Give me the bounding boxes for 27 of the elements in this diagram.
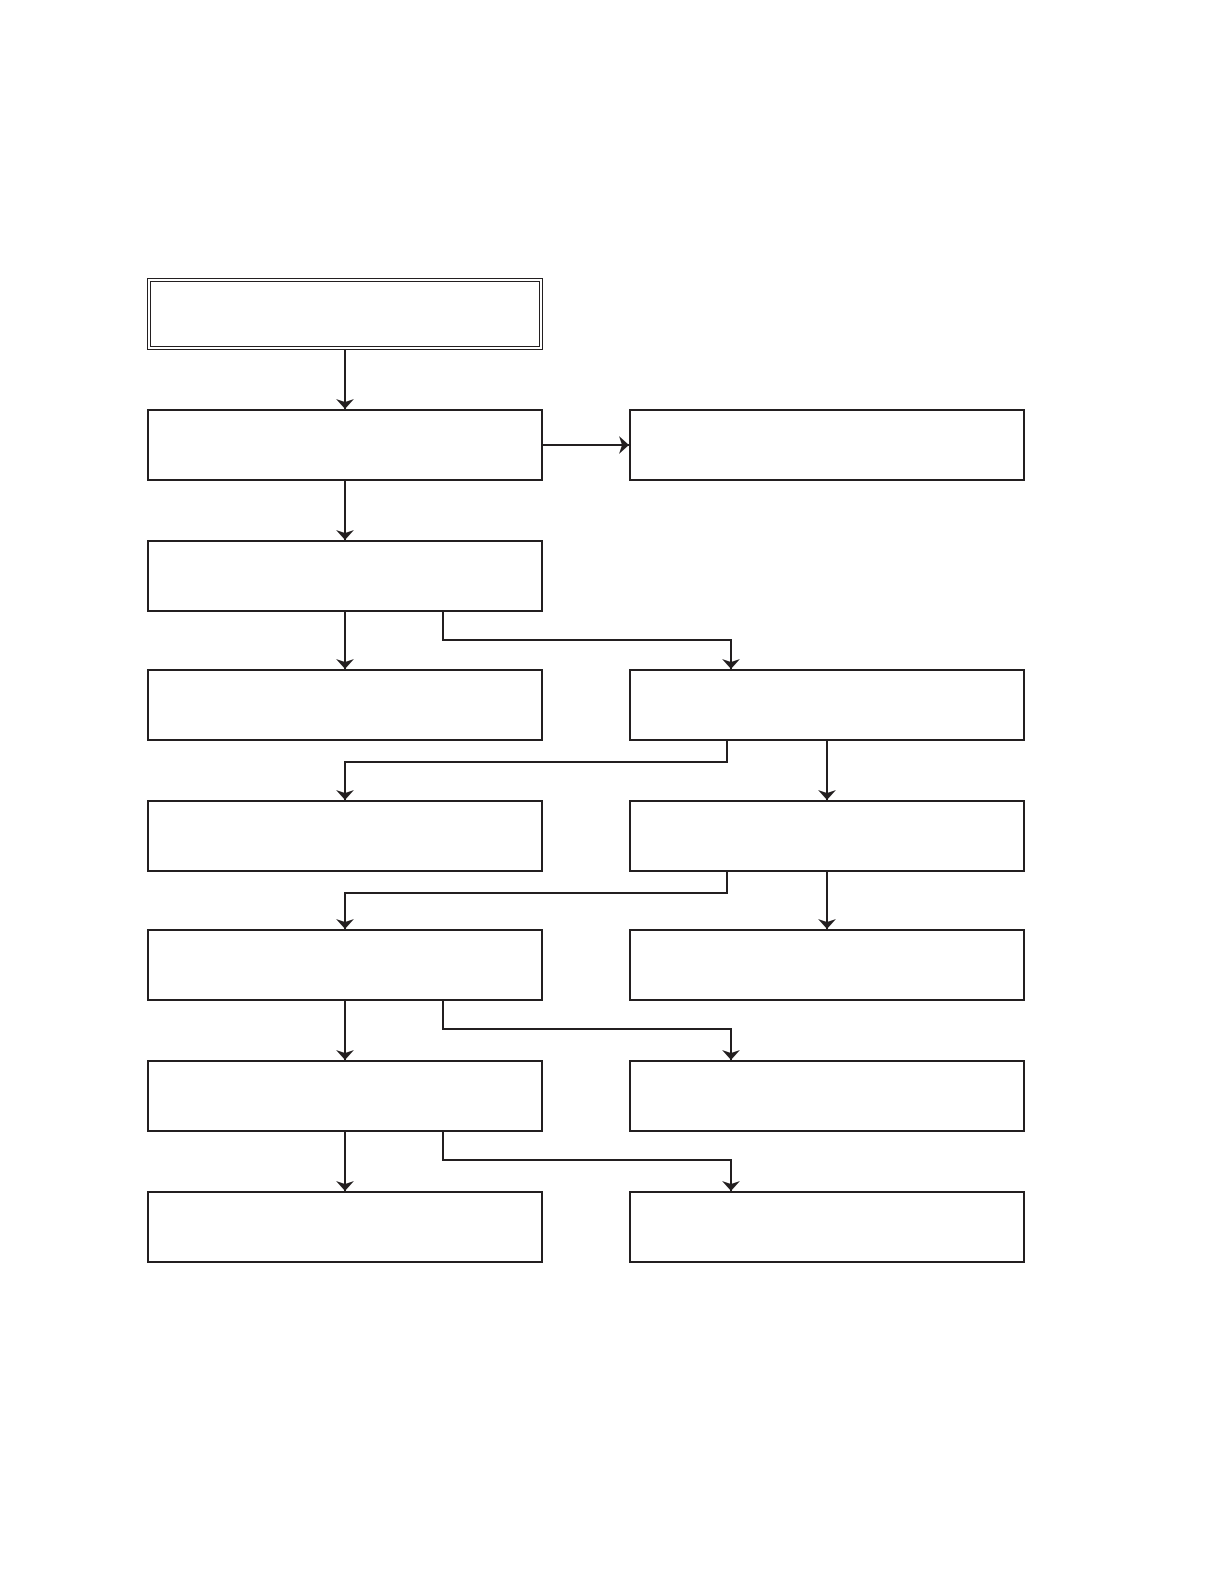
- process-box: [147, 929, 543, 1001]
- arrow: [818, 871, 836, 930]
- process-box: [147, 278, 543, 350]
- arrow: [818, 740, 836, 801]
- process-box: [147, 800, 543, 872]
- arrow: [442, 1131, 740, 1192]
- arrow: [336, 740, 728, 801]
- process-box: [147, 1060, 543, 1132]
- arrow: [336, 611, 354, 670]
- arrow: [542, 436, 630, 454]
- process-box: [629, 1060, 1025, 1132]
- process-box: [629, 669, 1025, 741]
- arrow: [442, 611, 740, 670]
- process-box: [147, 1191, 543, 1263]
- arrow: [442, 1000, 740, 1061]
- arrow: [336, 480, 354, 541]
- arrow: [336, 1000, 354, 1061]
- process-box: [147, 540, 543, 612]
- process-box: [629, 929, 1025, 1001]
- arrow: [336, 871, 728, 930]
- arrow: [336, 1131, 354, 1192]
- process-box: [629, 1191, 1025, 1263]
- process-box: [629, 409, 1025, 481]
- process-box: [629, 800, 1025, 872]
- process-box: [147, 669, 543, 741]
- arrow: [336, 349, 354, 410]
- process-box: [147, 409, 543, 481]
